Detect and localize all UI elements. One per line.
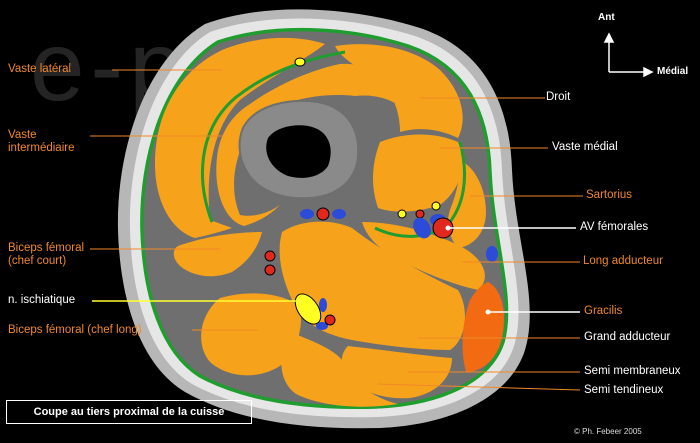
label-long-adducteur: Long adducteur — [583, 255, 663, 267]
label-grand-adducteur: Grand adducteur — [584, 331, 671, 343]
deep-femoral-artery — [316, 207, 330, 221]
lateral-intermuscular-septum — [201, 50, 346, 223]
orientation-medial-label: Médial — [657, 66, 689, 77]
label-semi-membraneux: Semi membraneux — [584, 365, 681, 377]
great-saphenous-vein — [486, 246, 498, 262]
biceps-short-head-muscle — [173, 232, 262, 277]
label-semi-tendineux: Semi tendineux — [584, 384, 664, 396]
label-droit: Droit — [546, 91, 571, 103]
label-biceps-long: Biceps fémoral (chef long) — [8, 324, 142, 336]
leader-gracilis-dot — [485, 309, 491, 315]
gracilis-muscle — [462, 282, 504, 372]
perforating-artery-1 — [264, 250, 276, 262]
orientation-ant-label: Ant — [598, 12, 615, 23]
deep-femoral-vein-left — [300, 209, 314, 219]
posterior-artery — [324, 314, 336, 326]
small-artery — [415, 209, 425, 219]
vastus-intermedius-muscle — [216, 63, 398, 227]
label-biceps-court: Biceps fémoral (chef court) — [8, 242, 85, 267]
vastus-medialis-muscle — [373, 134, 463, 212]
label-vaste-intermediaire: Vaste intermédiaire — [8, 129, 75, 154]
vastus-lateralis-muscle — [154, 37, 325, 239]
label-av-femorales: AV fémorales — [580, 221, 649, 233]
label-sartorius: Sartorius — [586, 189, 633, 201]
figure-caption: Coupe au tiers proximal de la cuisse — [6, 400, 252, 424]
copyright-credit: © Ph. Febeer 2005 — [574, 427, 642, 436]
medial-arrow-head — [643, 66, 654, 78]
ant-arrow-head — [603, 32, 615, 43]
adductor-longus-muscle — [362, 222, 485, 290]
posterior-vein-1 — [319, 298, 327, 312]
leader-semi-tendineux — [377, 383, 581, 391]
leader-n-ischiatique-dot — [297, 298, 303, 304]
label-gracilis: Gracilis — [584, 305, 623, 317]
rectus-femoris-muscle — [335, 44, 463, 139]
biceps-long-head-muscle — [201, 293, 302, 376]
small-nerve — [431, 201, 441, 211]
label-vaste-lateral: Vaste latéral — [8, 63, 72, 75]
femoral-vein — [413, 217, 431, 239]
leader-av-dot — [445, 225, 451, 231]
deep-femoral-vein-right — [332, 209, 346, 219]
saphenous-nerve — [397, 209, 407, 219]
lateral-vessel-yellow — [294, 57, 306, 67]
perforating-artery-2 — [264, 264, 276, 276]
semitendinosus-muscle — [281, 332, 398, 407]
femur-medullary-cavity — [266, 125, 331, 178]
sartorius-muscle — [448, 160, 486, 248]
label-n-ischiatique: n. ischiatique — [8, 294, 76, 306]
posterior-vein-2 — [316, 322, 328, 330]
label-vaste-medial: Vaste médial — [552, 141, 618, 153]
